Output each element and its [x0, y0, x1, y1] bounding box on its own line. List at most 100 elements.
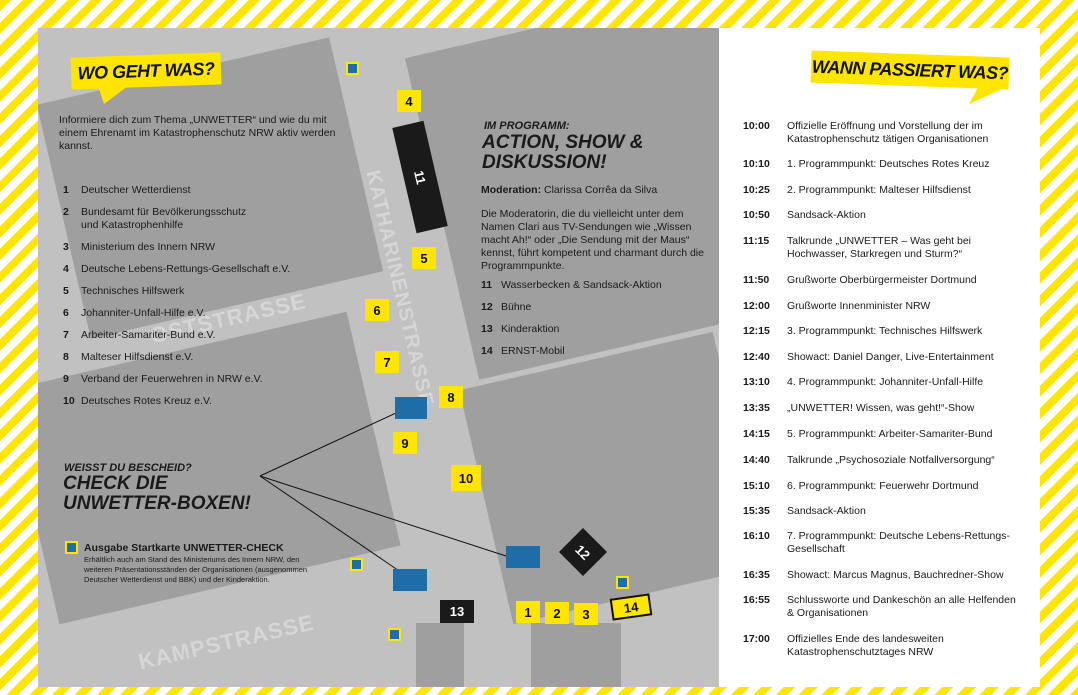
schedule-row: 11:50 Grußworte Oberbürgermeister Dortmun… — [743, 274, 1033, 287]
schedule-row: 17:00 Offizielles Ende des landesweiten K… — [743, 633, 1033, 659]
schedule-text: Schlussworte und Dankeschön an alle Helf… — [787, 594, 1016, 619]
schedule-row: 10:00 Offizielle Eröffnung und Vorstellun… — [743, 120, 1033, 146]
map-stand-1[interactable]: 1 — [516, 601, 540, 623]
map-stand-6[interactable]: 6 — [365, 299, 389, 321]
schedule-row: 13:10 4. Programmpunkt: Johanniter-Unfall… — [743, 376, 1033, 389]
schedule-row: 10:50 Sandsack-Aktion — [743, 209, 1033, 222]
intro-text: Informiere dich zum Thema „UNWETTER“ und… — [59, 114, 336, 152]
schedule-time: 14:15 — [743, 428, 770, 440]
schedule-time: 10:50 — [743, 209, 770, 221]
unwetter-box-small[interactable] — [388, 628, 401, 641]
schedule-text: Talkrunde „UNWETTER – Was geht bei Hochw… — [787, 235, 972, 260]
programm-title-line2: DISKUSSION! — [482, 152, 607, 173]
unwetter-box-small[interactable] — [346, 62, 359, 75]
schedule-text: 7. Programmpunkt: Deutsche Lebens-Rettun… — [787, 530, 1010, 555]
check-kicker: WEISST DU BESCHEID? — [64, 462, 192, 474]
schedule-row: 16:10 7. Programmpunkt: Deutsche Lebens-R… — [743, 530, 1033, 556]
unwetter-box[interactable] — [395, 397, 427, 419]
schedule-text: 4. Programmpunkt: Johanniter-Unfall-Hilf… — [787, 376, 984, 388]
unwetter-box-legend-icon — [65, 541, 78, 554]
startkarte-text: Erhältlich auch am Stand des Ministerium… — [84, 555, 308, 584]
schedule-time: 15:35 — [743, 505, 770, 517]
schedule-time: 12:15 — [743, 325, 770, 337]
programm-kicker: IM PROGRAMM: — [484, 120, 570, 132]
speech-bubble-tail-right — [969, 86, 1009, 104]
schedule-time: 11:15 — [743, 235, 770, 247]
schedule-row: 10:25 2. Programmpunkt: Malteser Hilfsdie… — [743, 184, 1033, 197]
schedule-time: 13:35 — [743, 402, 770, 414]
schedule-text: Grußworte Oberbürgermeister Dortmund — [787, 274, 977, 286]
schedule-time: 17:00 — [743, 633, 770, 645]
schedule-text: Offizielles Ende des landesweiten Katast… — [787, 633, 944, 658]
map-stand-4[interactable]: 4 — [397, 90, 421, 112]
schedule-time: 10:25 — [743, 184, 770, 196]
schedule-time: 10:00 — [743, 120, 770, 132]
unwetter-box-small[interactable] — [350, 558, 363, 571]
schedule-text: Sandsack-Aktion — [787, 505, 866, 517]
schedule-row: 10:10 1. Programmpunkt: Deutsches Rotes K… — [743, 158, 1033, 171]
schedule-panel: WANN PASSIERT WAS? 10:00 Offizielle Eröff… — [719, 28, 1040, 687]
unwetter-box[interactable] — [393, 569, 427, 591]
schedule-time: 13:10 — [743, 376, 770, 388]
unwetter-box-connectors — [259, 405, 507, 578]
map-stand-8[interactable]: 8 — [439, 386, 463, 408]
map-stand-2[interactable]: 2 — [545, 602, 569, 624]
schedule-text: 1. Programmpunkt: Deutsches Rotes Kreuz — [787, 158, 990, 170]
building-block-bottom-right — [531, 623, 621, 687]
map-stand-5[interactable]: 5 — [412, 247, 436, 269]
schedule-text: Sandsack-Aktion — [787, 209, 866, 221]
map-stand-10[interactable]: 10 — [451, 465, 481, 491]
schedule-text: „UNWETTER! Wissen, was geht!“-Show — [787, 402, 975, 414]
schedule-text: Talkrunde „Psychosoziale Notfallversorgu… — [787, 454, 995, 466]
unwetter-box-small[interactable] — [616, 576, 629, 589]
schedule-text: Showact: Marcus Magnus, Bauchredner-Show — [787, 569, 1004, 581]
speech-bubble-tail-left — [98, 86, 128, 104]
startkarte-title: Ausgabe Startkarte UNWETTER-CHECK — [84, 542, 284, 554]
schedule-row: 13:35 „UNWETTER! Wissen, was geht!“-Show — [743, 402, 1033, 415]
schedule-row: 12:15 3. Programmpunkt: Technisches Hilfs… — [743, 325, 1033, 338]
schedule-text: 2. Programmpunkt: Malteser Hilfsdienst — [787, 184, 971, 196]
map-stand-13[interactable]: 13 — [440, 600, 474, 623]
schedule-time: 16:10 — [743, 530, 770, 542]
schedule-time: 12:40 — [743, 351, 770, 363]
schedule-time: 16:55 — [743, 594, 770, 606]
right-heading: WANN PASSIERT WAS? — [810, 50, 1010, 90]
map-stand-9[interactable]: 9 — [393, 432, 417, 454]
schedule-text: 3. Programmpunkt: Technisches Hilfswerk — [787, 325, 983, 337]
building-block-bottom-left — [416, 623, 464, 687]
schedule-text: 6. Programmpunkt: Feuerwehr Dortmund — [787, 480, 979, 492]
map-stand-7[interactable]: 7 — [375, 351, 399, 373]
schedule-time: 10:10 — [743, 158, 770, 170]
schedule-row: 15:35 Sandsack-Aktion — [743, 505, 1033, 518]
schedule-time: 12:00 — [743, 300, 770, 312]
schedule-time: 11:50 — [743, 274, 770, 286]
schedule-text: Showact: Daniel Danger, Live-Entertainme… — [787, 351, 994, 363]
map-stand-3[interactable]: 3 — [574, 603, 598, 625]
schedule-row: 16:55 Schlussworte und Dankeschön an alle… — [743, 594, 1033, 620]
schedule-text: Offizielle Eröffnung und Vorstellung der… — [787, 120, 989, 145]
unwetter-box[interactable] — [506, 546, 540, 568]
programm-title-line1: ACTION, SHOW & — [482, 132, 644, 153]
check-title-line2: UNWETTER-BOXEN! — [63, 493, 251, 514]
programm-description: Die Moderatorin, die du vielleicht unter… — [481, 208, 704, 272]
schedule-row: 12:40 Showact: Daniel Danger, Live-Entert… — [743, 351, 1033, 364]
check-title-line1: CHECK DIE — [63, 473, 168, 494]
